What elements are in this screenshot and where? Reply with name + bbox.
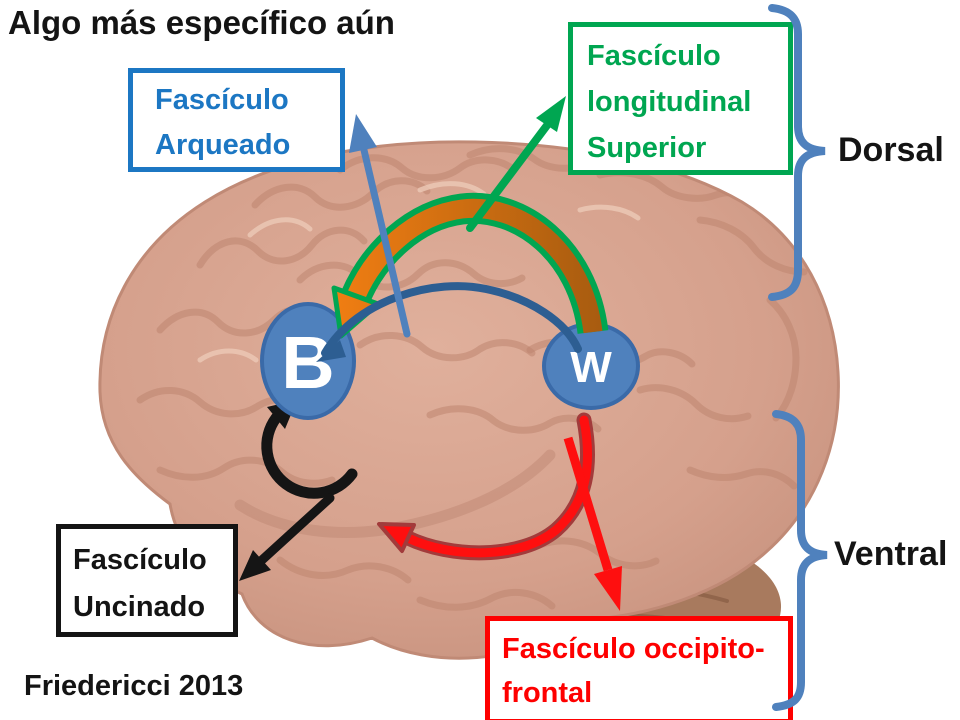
uncinate-arrowhead	[239, 550, 271, 581]
label-line: longitudinal	[587, 86, 752, 118]
fof-arrowhead	[594, 566, 622, 611]
node-b: B	[260, 302, 356, 420]
ventral-label: Ventral	[834, 535, 948, 573]
node-w: W	[542, 322, 640, 410]
citation: Friedericci 2013	[24, 670, 244, 702]
label-box-fasciculo-arqueado: Fascículo Arqueado	[128, 68, 345, 172]
label-line: Superior	[587, 132, 707, 164]
label-line: Fascículo	[155, 84, 289, 116]
label-box-fasciculo-occipitofrontal: Fascículo occipito- frontal	[485, 616, 793, 720]
label-line: Fascículo	[587, 40, 721, 72]
dorsal-label: Dorsal	[838, 131, 944, 169]
label-box-fasciculo-longitudinal-superior: Fascículo longitudinal Superior	[568, 22, 793, 175]
fof-band-arrowhead	[377, 522, 416, 553]
brain-illustration	[98, 140, 840, 716]
fof-arrow	[377, 412, 622, 611]
label-line: frontal	[502, 677, 593, 709]
label-line: Arqueado	[155, 129, 291, 161]
slide-title: Algo más específico aún	[8, 4, 395, 41]
label-box-fasciculo-uncinado: Fascículo Uncinado	[56, 524, 238, 637]
arcuate-arc-tip	[316, 340, 346, 362]
label-line: Fascículo occipito-	[502, 633, 765, 665]
slf-arrowhead	[536, 96, 566, 132]
label-line: Fascículo	[73, 544, 207, 576]
arcuate-arrow	[349, 114, 411, 338]
arcuate-arrowhead	[349, 114, 377, 153]
arcuate-arc	[316, 282, 582, 362]
node-b-label: B	[281, 321, 334, 404]
slf-arrow	[466, 96, 566, 232]
label-line: Uncinado	[73, 591, 206, 623]
